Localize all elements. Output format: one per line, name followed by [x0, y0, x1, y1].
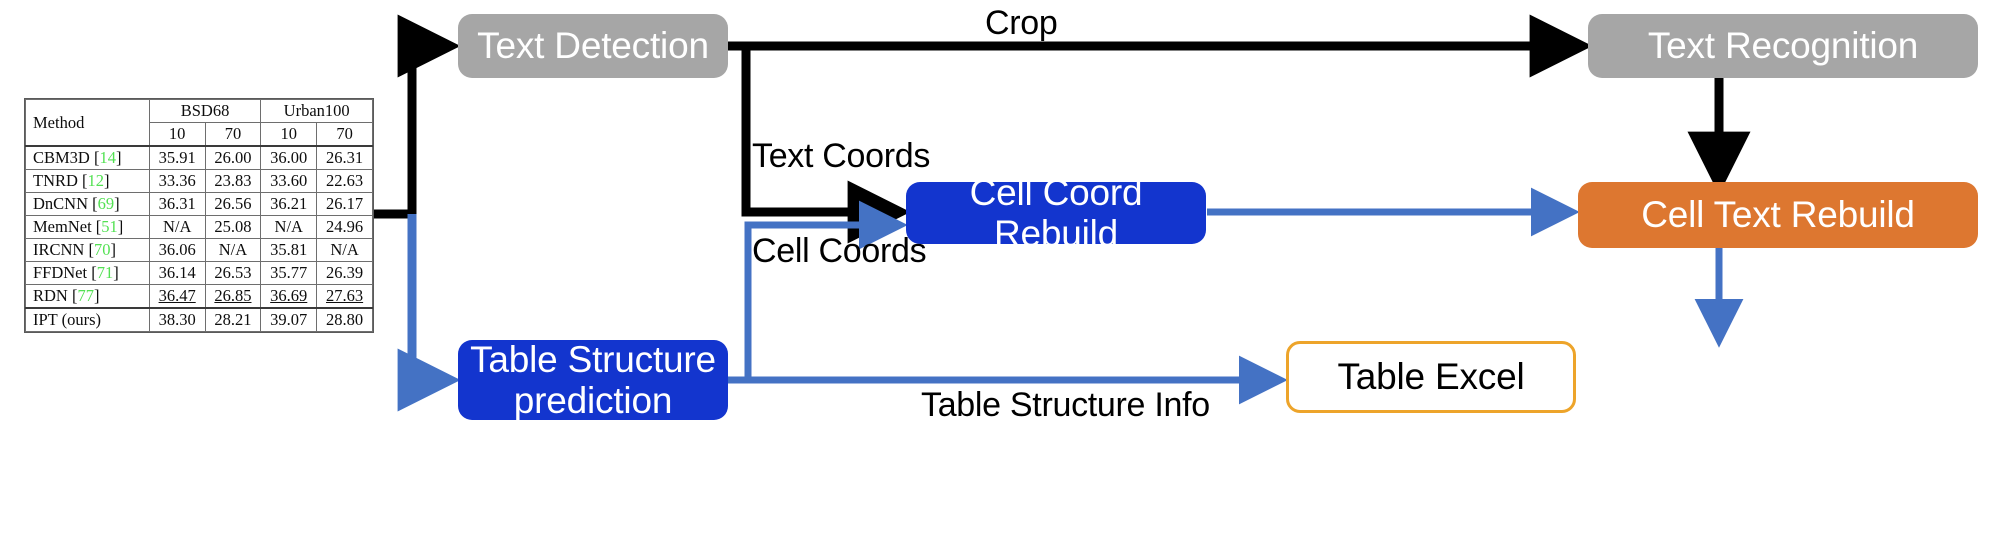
cell-value: 26.17 [316, 192, 373, 216]
cell-value: 36.47 [148, 284, 206, 309]
cell-method: RDN [77] [25, 284, 150, 309]
cell-value: 24.96 [316, 215, 373, 239]
cell-value: 23.83 [204, 169, 262, 193]
node-table-excel[interactable]: Table Excel [1286, 341, 1576, 413]
header-group-urban100: Urban100 [260, 99, 373, 123]
cell-value: 26.39 [316, 261, 373, 285]
cell-value: 33.60 [260, 169, 318, 193]
citation-ref: 71 [96, 263, 114, 282]
citation-ref: 12 [87, 171, 105, 190]
header-urban100-70: 70 [316, 122, 373, 147]
cell-value: 36.69 [260, 284, 318, 309]
node-cell-text-rebuild[interactable]: Cell Text Rebuild [1578, 182, 1978, 248]
cell-value: 35.77 [260, 261, 318, 285]
header-method: Method [25, 99, 150, 147]
cell-value: 38.30 [148, 307, 206, 332]
cell-value: 25.08 [204, 215, 262, 239]
node-cell-coord-rebuild[interactable]: Cell Coord Rebuild [906, 172, 1206, 254]
cell-method: FFDNet [71] [25, 261, 150, 285]
cell-value: 36.00 [260, 145, 318, 170]
cell-value: 26.00 [204, 145, 262, 170]
header-bsd68-70: 70 [204, 122, 262, 147]
cell-value: 33.36 [148, 169, 206, 193]
cell-value: 35.91 [148, 145, 206, 170]
node-table-structure-prediction-line2: prediction [513, 380, 673, 421]
edge-label-table-structure-info: Table Structure Info [921, 386, 1210, 424]
citation-ref: 14 [99, 148, 116, 167]
cell-value: N/A [260, 215, 318, 239]
cell-value: 28.21 [204, 307, 262, 332]
citation-ref: 77 [77, 286, 94, 305]
citation-ref: 51 [101, 217, 118, 236]
cell-value: 22.63 [316, 169, 373, 193]
cell-value: 36.14 [148, 261, 206, 285]
edge-label-crop: Crop [985, 4, 1058, 42]
citation-ref: 70 [93, 240, 111, 259]
node-cell-coord-rebuild-label: Cell Coord Rebuild [969, 171, 1143, 254]
cell-value: 36.21 [260, 192, 318, 216]
node-text-recognition[interactable]: Text Recognition [1588, 14, 1978, 78]
cell-value: 26.53 [204, 261, 262, 285]
cell-value: 26.31 [316, 145, 373, 170]
cell-method: IRCNN [70] [25, 238, 150, 262]
table-header-row-groups: Method BSD68 Urban100 [25, 99, 373, 147]
table-header-row-sigmas: 10 70 10 70 [26, 122, 373, 147]
cell-value: 36.31 [148, 192, 206, 216]
cell-method: TNRD [12] [25, 169, 150, 193]
node-table-excel-label: Table Excel [1337, 356, 1525, 398]
cell-value: 28.80 [316, 307, 373, 332]
denoising-results-table: Method BSD68 Urban100 10 70 10 70 CBM3D … [25, 99, 373, 332]
cell-value: 27.63 [316, 284, 373, 309]
node-table-structure-prediction-line1: Table Structure [470, 338, 716, 380]
cell-method: DnCNN [69] [25, 192, 150, 216]
header-urban100-10: 10 [260, 122, 318, 147]
node-text-recognition-label: Text Recognition [1647, 25, 1919, 67]
source-paper-table: Method BSD68 Urban100 10 70 10 70 CBM3D … [24, 98, 374, 333]
node-text-detection[interactable]: Text Detection [458, 14, 728, 78]
cell-method: MemNet [51] [25, 215, 150, 239]
cell-value: N/A [316, 238, 373, 262]
edge-label-cell-coords: Cell Coords [752, 232, 927, 270]
header-group-bsd68: BSD68 [148, 99, 262, 123]
node-table-structure-prediction[interactable]: Table Structure prediction [458, 338, 728, 421]
cell-value: 26.85 [204, 284, 262, 309]
edge-label-text-coords: Text Coords [752, 137, 931, 175]
cell-method: IPT (ours) [25, 307, 150, 332]
cell-value: N/A [148, 215, 206, 239]
cell-value: 35.81 [260, 238, 318, 262]
header-bsd68-10: 10 [148, 122, 206, 147]
node-text-detection-label: Text Detection [477, 25, 709, 67]
node-cell-text-rebuild-label: Cell Text Rebuild [1641, 194, 1915, 236]
citation-ref: 69 [97, 194, 115, 213]
cell-value: 36.06 [148, 238, 206, 262]
cell-value: 26.56 [204, 192, 262, 216]
cell-value: 39.07 [260, 307, 318, 332]
cell-value: N/A [204, 238, 262, 262]
cell-method: CBM3D [14] [25, 145, 150, 170]
